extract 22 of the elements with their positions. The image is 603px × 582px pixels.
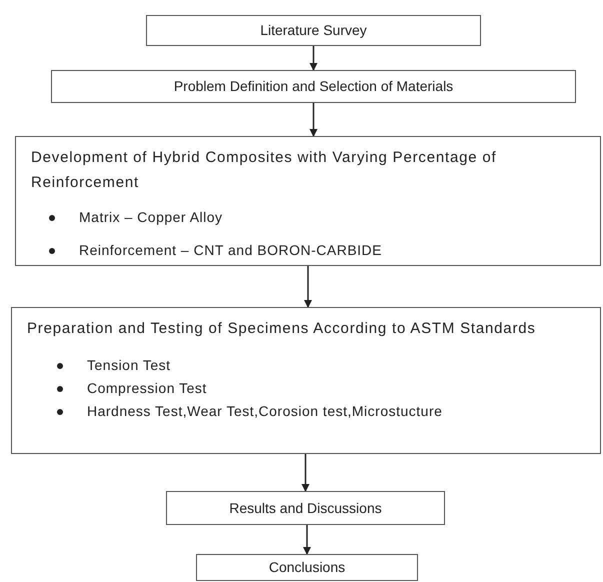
arrow (304, 266, 312, 308)
process-box (166, 491, 445, 525)
bullet-item: Tension Test (87, 356, 171, 375)
bullet-item: Compression Test (87, 379, 207, 398)
box-title: Development of Hybrid Composites with Varying Percentage of Reinforcement (31, 148, 498, 193)
box-title: Preparation and Testing of Specimens According to ASTM Standards (27, 319, 537, 339)
arrow (303, 525, 311, 555)
process-box (11, 307, 601, 454)
box-title: Conclusions (268, 558, 346, 577)
bullet-item: Reinforcement – CNT and BORON-CARBIDE (79, 241, 382, 260)
arrow (310, 46, 318, 71)
box-title: Results and Discussions (229, 498, 382, 518)
process-box (51, 70, 576, 103)
arrow (302, 454, 310, 492)
process-box (146, 15, 481, 46)
process-box (196, 554, 418, 581)
box-title: Problem Definition and Selection of Materials (174, 77, 454, 96)
box-title: Literature Survey (260, 21, 367, 40)
bullet-item: Matrix – Copper Alloy (79, 208, 223, 227)
arrow (310, 103, 318, 137)
bullet-item: Hardness Test,Wear Test,Corosion test,Microstucture (87, 402, 442, 421)
process-box (15, 136, 601, 266)
